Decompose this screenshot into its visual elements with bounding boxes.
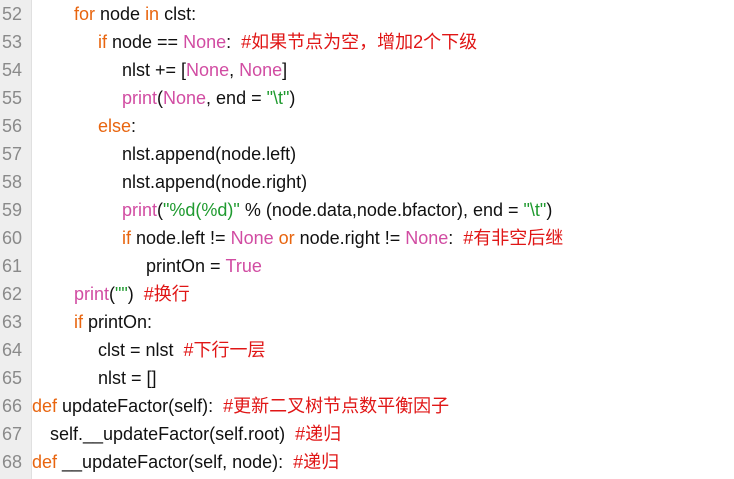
code-token: ]: [282, 60, 288, 80]
line-number: 52: [2, 4, 23, 24]
code-token: ): [289, 88, 296, 108]
code-token: None: [163, 88, 207, 108]
code-token: #换行: [143, 284, 190, 304]
code-token: updateFactor(self):: [57, 396, 224, 416]
code-line[interactable]: for node in clst:: [32, 0, 734, 28]
code-token: node: [95, 4, 146, 24]
code-token: if: [98, 32, 107, 52]
code-token: , end =: [206, 88, 267, 108]
code-line[interactable]: print("") #换行: [32, 280, 734, 308]
code-token: for: [74, 4, 96, 24]
code-token: nlst.append(node.left): [122, 144, 297, 164]
code-token: :: [448, 228, 464, 248]
line-number: 68: [2, 452, 23, 472]
code-token: ): [127, 284, 144, 304]
code-token: nlst.append(node.right): [122, 172, 308, 192]
code-line[interactable]: if node == None: #如果节点为空，增加2个下级: [32, 28, 734, 56]
code-line[interactable]: else:: [32, 112, 734, 140]
line-number: 62: [2, 284, 23, 304]
code-token: (: [109, 284, 116, 304]
code-token: printOn =: [146, 256, 226, 276]
code-token: node ==: [107, 32, 184, 52]
code-token: #递归: [295, 424, 342, 444]
code-line[interactable]: nlst = []: [32, 364, 734, 392]
code-token: None: [239, 60, 283, 80]
code-line[interactable]: nlst.append(node.right): [32, 168, 734, 196]
line-number: 55: [2, 88, 23, 108]
line-number: 58: [2, 172, 23, 192]
code-token: #下行一层: [183, 340, 266, 360]
code-token: if: [74, 312, 83, 332]
code-token: None: [405, 228, 449, 248]
line-number: 60: [2, 228, 23, 248]
code-token: if: [122, 228, 131, 248]
code-line[interactable]: if node.left != None or node.right != No…: [32, 224, 734, 252]
code-line[interactable]: nlst.append(node.left): [32, 140, 734, 168]
line-number: 65: [2, 368, 23, 388]
code-token: __updateFactor(self, node):: [57, 452, 294, 472]
code-token: nlst += [: [122, 60, 187, 80]
code-area[interactable]: for node in clst:if node == None: #如果节点为…: [32, 0, 734, 479]
line-number-gutter: [0, 0, 32, 479]
code-line[interactable]: printOn = True: [32, 252, 734, 280]
code-token: or: [278, 228, 295, 248]
line-number: 66: [2, 396, 23, 416]
code-token: "%d(%d)": [163, 200, 240, 220]
code-token: (: [157, 200, 164, 220]
code-token: #递归: [293, 452, 340, 472]
code-line[interactable]: print(None, end = "\t"): [32, 84, 734, 112]
code-token: print: [122, 200, 158, 220]
code-token: node.right !=: [294, 228, 406, 248]
code-token: "\t": [266, 88, 290, 108]
code-token: ,: [229, 60, 240, 80]
line-number: 59: [2, 200, 23, 220]
line-number: 56: [2, 116, 23, 136]
code-token: node.left !=: [131, 228, 231, 248]
code-token: #更新二叉树节点数平衡因子: [223, 396, 450, 416]
code-token: :: [226, 32, 242, 52]
code-token: True: [225, 256, 262, 276]
code-line[interactable]: clst = nlst #下行一层: [32, 336, 734, 364]
code-line[interactable]: if printOn:: [32, 308, 734, 336]
code-token: None: [230, 228, 274, 248]
code-token: def: [32, 396, 58, 416]
line-number: 63: [2, 312, 23, 332]
code-token: in: [145, 4, 160, 24]
line-number: 67: [2, 424, 23, 444]
code-token: ): [546, 200, 553, 220]
line-number: 54: [2, 60, 23, 80]
code-line[interactable]: def __updateFactor(self, node): #递归: [32, 448, 734, 476]
code-token: print: [122, 88, 158, 108]
code-token: (: [157, 88, 164, 108]
code-token: #有非空后继: [463, 228, 564, 248]
code-token: None: [183, 32, 227, 52]
code-token: print: [74, 284, 110, 304]
code-token: :: [131, 116, 137, 136]
code-token: nlst = []: [98, 368, 157, 388]
line-number: 64: [2, 340, 23, 360]
code-token: % (node.data,node.bfactor), end =: [239, 200, 524, 220]
line-number: 61: [2, 256, 23, 276]
code-line[interactable]: def updateFactor(self): #更新二叉树节点数平衡因子: [32, 392, 734, 420]
code-token: clst:: [159, 4, 197, 24]
code-token: self.__updateFactor(self.root): [50, 424, 296, 444]
code-token: else: [98, 116, 132, 136]
line-number: 57: [2, 144, 23, 164]
code-token: "": [115, 284, 128, 304]
code-line[interactable]: self.__updateFactor(self.root) #递归: [32, 420, 734, 448]
code-token: #如果节点为空，增加2个下级: [241, 32, 478, 52]
code-token: def: [32, 452, 58, 472]
code-line[interactable]: print("%d(%d)" % (node.data,node.bfactor…: [32, 196, 734, 224]
code-token: "\t": [523, 200, 547, 220]
code-token: printOn:: [83, 312, 153, 332]
line-number: 53: [2, 32, 23, 52]
code-token: clst = nlst: [98, 340, 184, 360]
code-token: None: [186, 60, 230, 80]
code-line[interactable]: nlst += [None, None]: [32, 56, 734, 84]
